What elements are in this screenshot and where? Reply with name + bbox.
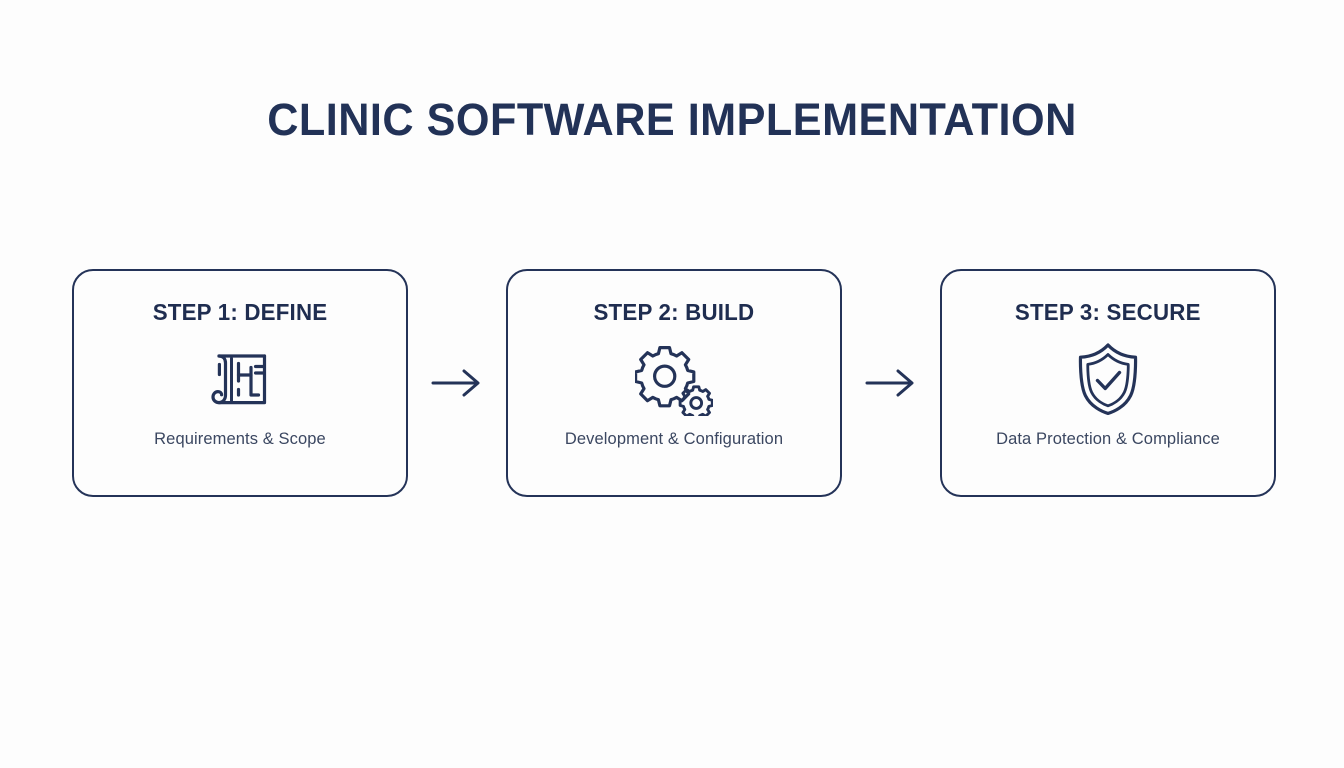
shield-check-icon — [1074, 342, 1142, 416]
step-card-3[interactable]: STEP 3: SECURE Data Protection & Complia… — [940, 269, 1276, 497]
step-card-2[interactable]: STEP 2: BUILD Development & Configuratio… — [506, 269, 842, 497]
blueprint-scroll-icon — [204, 342, 276, 416]
step-title-3: STEP 3: SECURE — [1015, 299, 1201, 325]
arrow-right-icon — [431, 369, 480, 397]
arrow-right-icon — [865, 369, 914, 397]
step-caption-2: Development & Configuration — [564, 430, 784, 448]
page-title: CLINIC SOFTWARE IMPLEMENTATION — [267, 94, 1077, 145]
step-title-1: STEP 1: DEFINE — [152, 299, 328, 325]
connector-2 — [842, 368, 940, 398]
step-caption-3: Data Protection & Compliance — [996, 430, 1220, 448]
step-caption-1: Requirements & Scope — [154, 430, 326, 448]
connector-1 — [408, 368, 506, 398]
gears-icon — [635, 342, 713, 416]
process-flow: STEP 1: DEFINE — [72, 268, 1276, 498]
step-title-2: STEP 2: BUILD — [593, 299, 755, 325]
step-card-1[interactable]: STEP 1: DEFINE — [72, 269, 408, 497]
